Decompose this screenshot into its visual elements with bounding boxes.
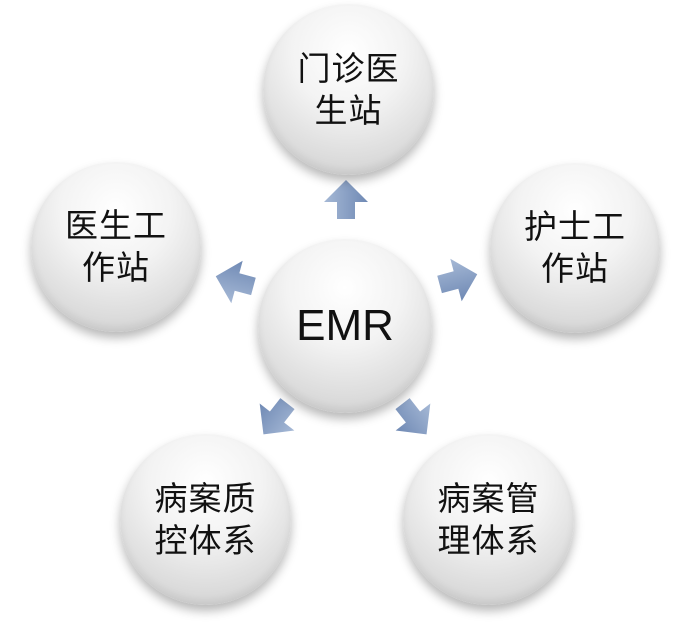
node-label-line2: 作站 bbox=[541, 249, 609, 288]
center-label: EMR bbox=[296, 301, 394, 350]
node-doctor-workstation: 医生工 作站 bbox=[31, 162, 201, 332]
node-medical-record-quality-control: 病案质 控体系 bbox=[120, 434, 291, 605]
node-label-line1: 病案管 bbox=[437, 478, 540, 518]
node-label-line2: 作站 bbox=[82, 248, 150, 287]
node-label-line2: 生站 bbox=[314, 90, 383, 130]
arrow-to-left-icon bbox=[215, 260, 256, 304]
node-outpatient-doctor-station: 门诊医 生站 bbox=[263, 4, 434, 175]
node-label-line1: 门诊医 bbox=[297, 48, 400, 88]
node-label-line1: 护士工 bbox=[524, 207, 626, 246]
node-label-line1: 医生工 bbox=[65, 206, 167, 245]
arrow-to-bottom-right-icon bbox=[395, 398, 431, 435]
node-nurse-workstation: 护士工 作站 bbox=[490, 163, 660, 333]
arrow-to-right-icon bbox=[437, 258, 478, 302]
center-node-emr: EMR bbox=[258, 239, 432, 413]
arrow-to-top-icon bbox=[324, 180, 368, 219]
node-label-line2: 理体系 bbox=[437, 520, 540, 560]
node-medical-record-management: 病案管 理体系 bbox=[403, 434, 574, 605]
node-label-line2: 控体系 bbox=[154, 520, 257, 560]
node-label-line1: 病案质 bbox=[154, 478, 257, 518]
arrow-to-bottom-left-icon bbox=[259, 398, 295, 435]
